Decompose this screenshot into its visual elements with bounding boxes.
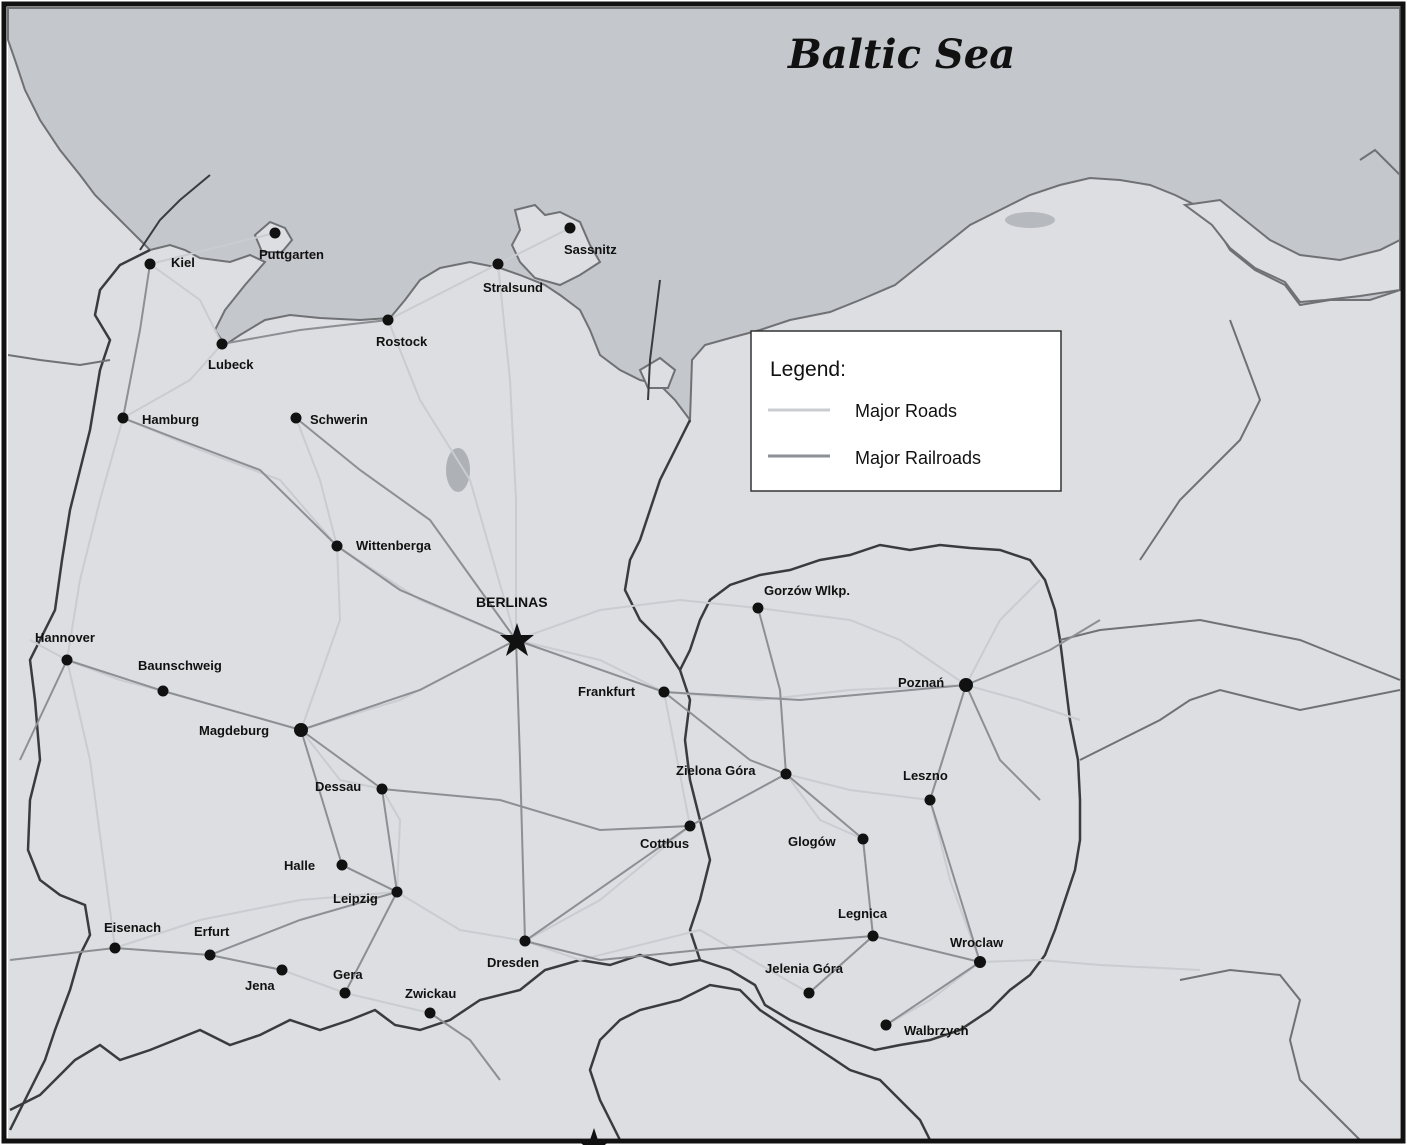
city-dot-stralsund bbox=[492, 258, 504, 270]
legend-title: Legend: bbox=[770, 358, 846, 381]
city-label-poznan: Poznań bbox=[898, 675, 944, 690]
city-dot-wroclaw bbox=[974, 956, 986, 968]
city-dot-hamburg bbox=[117, 412, 129, 424]
city-label-baunschweig: Baunschweig bbox=[138, 658, 222, 673]
city-label-hamburg: Hamburg bbox=[142, 412, 199, 427]
west-river bbox=[7, 354, 111, 367]
rugen-island bbox=[510, 203, 602, 287]
city-label-gorzow: Gorzów Wlkp. bbox=[764, 583, 850, 598]
city-dot-zielona bbox=[780, 768, 792, 780]
city-dot-walbrzych bbox=[880, 1019, 892, 1031]
city-label-walbrzych: Walbrzych bbox=[904, 1023, 969, 1038]
sandbank bbox=[1005, 212, 1055, 228]
city-label-jelenia: Jelenia Góra bbox=[765, 961, 844, 976]
region-border bbox=[8, 248, 151, 1131]
city-markers bbox=[61, 222, 986, 1031]
city-dot-wittenberga bbox=[331, 540, 343, 552]
city-label-puttgarten: Puttgarten bbox=[259, 247, 324, 262]
capital-label: BERLINAS bbox=[476, 594, 548, 610]
legend-label-roads: Major Roads bbox=[855, 401, 957, 421]
city-label-kiel: Kiel bbox=[171, 255, 195, 270]
baltic-sea bbox=[7, 7, 1401, 423]
east-river-3 bbox=[1059, 618, 1401, 681]
city-dot-eisenach bbox=[109, 942, 121, 954]
city-dot-jena bbox=[276, 964, 288, 976]
capital-star-icon bbox=[500, 623, 534, 656]
city-dot-poznan bbox=[959, 678, 973, 692]
city-dot-glogow bbox=[857, 833, 869, 845]
city-label-eisenach: Eisenach bbox=[104, 920, 161, 935]
city-dot-schwerin bbox=[290, 412, 302, 424]
city-label-jena: Jena bbox=[245, 978, 275, 993]
east-river bbox=[1139, 319, 1262, 561]
city-label-sassnitz: Sassnitz bbox=[564, 242, 617, 257]
sea-label: Baltic Sea bbox=[787, 31, 1015, 78]
city-label-rostock: Rostock bbox=[376, 334, 428, 349]
south-lower-border bbox=[588, 983, 932, 1141]
city-dot-puttgarten bbox=[269, 227, 281, 239]
city-label-glogow: Glogów bbox=[788, 834, 837, 849]
oder-mouth-line bbox=[647, 279, 661, 401]
city-label-frankfurt: Frankfurt bbox=[578, 684, 636, 699]
city-label-schwerin: Schwerin bbox=[310, 412, 368, 427]
city-label-gera: Gera bbox=[333, 967, 363, 982]
city-dot-hannover bbox=[61, 654, 73, 666]
city-label-leipzig: Leipzig bbox=[333, 891, 378, 906]
city-label-erfurt: Erfurt bbox=[194, 924, 230, 939]
city-dot-dessau bbox=[376, 783, 388, 795]
city-label-magdeburg: Magdeburg bbox=[199, 723, 269, 738]
city-labels: Kiel Puttgarten Sassnitz Stralsund Rosto… bbox=[35, 242, 1004, 1038]
city-label-legnica: Legnica bbox=[838, 906, 888, 921]
city-label-stralsund: Stralsund bbox=[483, 280, 543, 295]
southern-border bbox=[9, 543, 1082, 1112]
city-label-dessau: Dessau bbox=[315, 779, 361, 794]
city-label-halle: Halle bbox=[284, 858, 315, 873]
north-rail-stub bbox=[139, 174, 211, 251]
city-dot-halle bbox=[336, 859, 348, 871]
city-dot-frankfurt bbox=[658, 686, 670, 698]
city-dot-leszno bbox=[924, 794, 936, 806]
city-dot-erfurt bbox=[204, 949, 216, 961]
city-dot-gera bbox=[339, 987, 351, 999]
city-dot-sassnitz bbox=[564, 222, 576, 234]
east-river-4 bbox=[1179, 968, 1361, 1141]
city-label-lubeck: Lubeck bbox=[208, 357, 254, 372]
city-label-wittenberga: Wittenberga bbox=[356, 538, 432, 553]
city-dot-leipzig bbox=[391, 886, 403, 898]
city-dot-kiel bbox=[144, 258, 156, 270]
city-dot-jelenia bbox=[803, 987, 815, 999]
legend: Legend: Major Roads Major Railroads bbox=[750, 330, 1062, 492]
city-dot-magdeburg bbox=[294, 723, 308, 737]
city-dot-legnica bbox=[867, 930, 879, 942]
city-label-leszno: Leszno bbox=[903, 768, 948, 783]
city-dot-cottbus bbox=[684, 820, 696, 832]
city-dot-baunschweig bbox=[157, 685, 169, 697]
legend-label-railroads: Major Railroads bbox=[855, 448, 981, 468]
city-dot-zwickau bbox=[424, 1007, 436, 1019]
city-dot-gorzow bbox=[752, 602, 764, 614]
hel-peninsula bbox=[1182, 198, 1401, 304]
city-label-wroclaw: Wroclaw bbox=[950, 935, 1004, 950]
city-label-zielona: Zielona Góra bbox=[676, 763, 756, 778]
city-label-hannover: Hannover bbox=[35, 630, 95, 645]
city-dot-dresden bbox=[519, 935, 531, 947]
city-dot-lubeck bbox=[216, 338, 228, 350]
oder-border bbox=[623, 419, 712, 961]
lake bbox=[446, 448, 470, 492]
east-river-2 bbox=[1079, 688, 1401, 761]
gdansk-coast bbox=[1359, 148, 1401, 176]
city-label-cottbus: Cottbus bbox=[640, 836, 689, 851]
city-label-dresden: Dresden bbox=[487, 955, 539, 970]
city-dot-rostock bbox=[382, 314, 394, 326]
city-label-zwickau: Zwickau bbox=[405, 986, 456, 1001]
